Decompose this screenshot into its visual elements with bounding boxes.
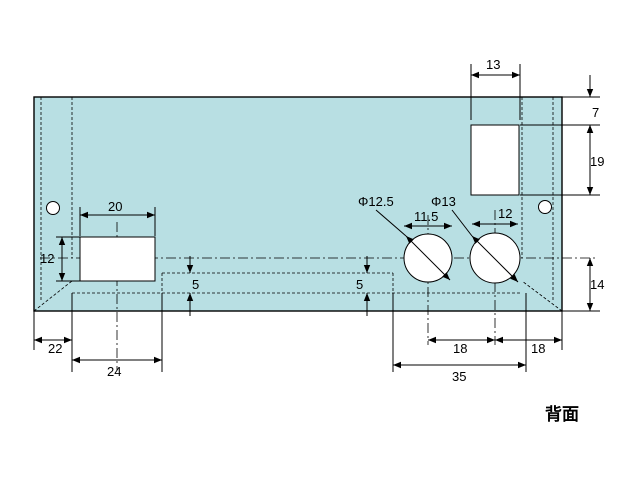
screw-hole-right bbox=[538, 200, 552, 214]
dim-inset-a: 5 bbox=[192, 277, 199, 292]
dim-rect-offset: 24 bbox=[107, 364, 121, 379]
dim-slot-width: 35 bbox=[452, 369, 466, 384]
left-opening bbox=[79, 236, 156, 282]
dim-inset-b: 5 bbox=[356, 277, 363, 292]
drawing-title: 背面 bbox=[545, 404, 579, 425]
dim-bottom-height: 14 bbox=[590, 277, 604, 292]
top-opening bbox=[470, 124, 520, 196]
dim-hole-inner-width: 11.5 bbox=[414, 209, 438, 224]
hole-13 bbox=[469, 232, 521, 284]
dim-left-offset: 22 bbox=[48, 341, 62, 356]
dim-hole-spacing-inner: 12 bbox=[498, 206, 512, 221]
screw-hole-left bbox=[46, 201, 60, 215]
dim-top-width: 13 bbox=[486, 57, 500, 72]
dim-right-offset: 18 bbox=[531, 341, 545, 356]
dim-hole1-diameter: Φ12.5 bbox=[358, 194, 394, 209]
dim-rect-width: 20 bbox=[108, 199, 122, 214]
dim-hole-span: 18 bbox=[453, 341, 467, 356]
hidden-lines bbox=[33, 97, 563, 312]
dim-top-height: 19 bbox=[590, 154, 604, 169]
dim-top-offset: 7 bbox=[592, 105, 599, 120]
dim-hole2-diameter: Φ13 bbox=[431, 194, 456, 209]
dim-rect-height: 12 bbox=[40, 251, 54, 266]
